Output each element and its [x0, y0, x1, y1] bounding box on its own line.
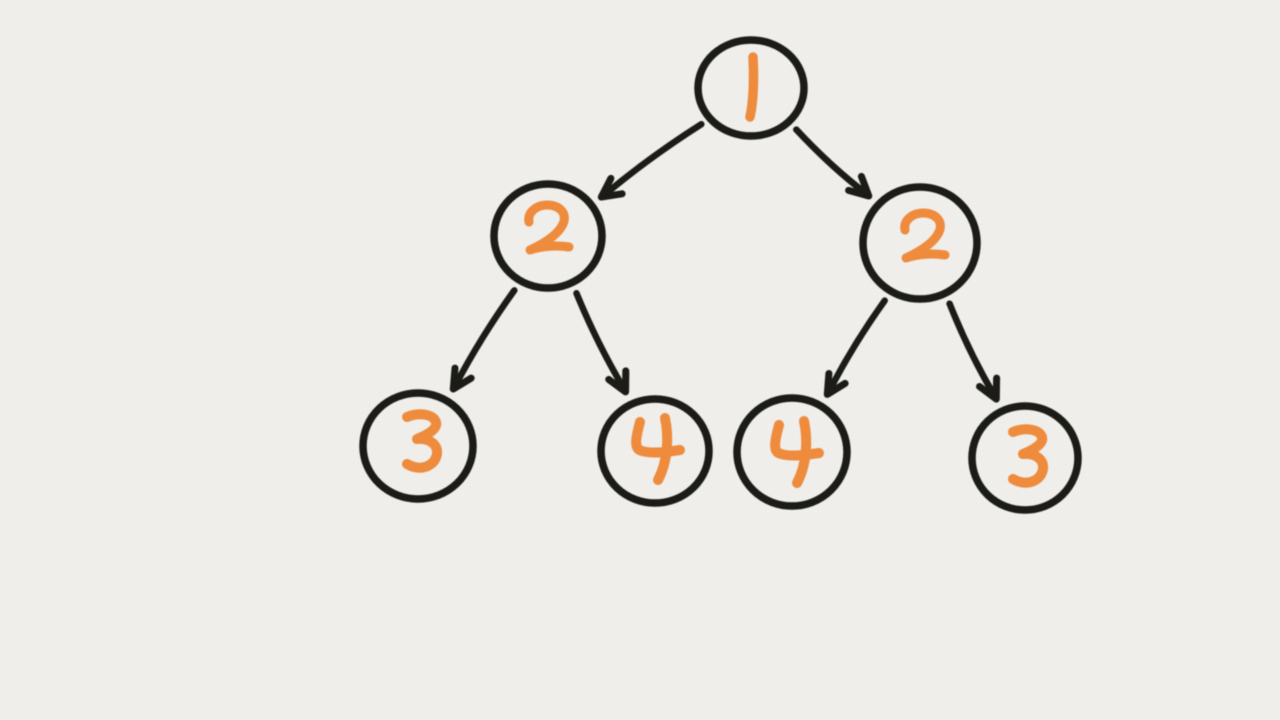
tree-edge-arrow-r-rr: [946, 300, 1001, 403]
node-value-digit-2: [900, 208, 950, 263]
arrow-head-icon: [845, 172, 873, 200]
arrow-shaft: [825, 297, 888, 396]
tree-edge-arrow-l-ll: [449, 287, 518, 393]
digit-stroke: [653, 413, 673, 485]
arrow-shaft: [793, 126, 870, 198]
node-circle: [733, 394, 851, 510]
node-circle: [968, 402, 1082, 514]
node-value-digit-3: [402, 409, 443, 473]
node-value-digit-4: [631, 413, 685, 485]
digit-stroke: [792, 416, 812, 488]
tree-edge-arrow-l-lr: [573, 290, 630, 396]
arrow-head-icon: [976, 374, 1001, 403]
tree-node-ll: 3: [359, 389, 477, 503]
tree-node-rr: 3: [968, 402, 1082, 514]
tree-edge-arrow-r-rl: [823, 297, 888, 398]
digit-stroke: [524, 200, 574, 255]
node-value-digit-3: [1008, 424, 1049, 488]
tree-node-l: 2: [490, 180, 606, 292]
node-circle: [859, 183, 981, 303]
arrow-shaft: [573, 290, 628, 393]
arrow-shaft: [600, 120, 705, 199]
arrow-head-icon: [449, 364, 475, 393]
digit-stroke: [900, 208, 950, 263]
node-circle: [597, 395, 713, 507]
digit-stroke: [745, 52, 759, 122]
node-value-digit-2: [524, 200, 574, 255]
digit-stroke: [1008, 424, 1049, 488]
node-circle: [694, 36, 808, 140]
digit-stroke: [402, 409, 443, 473]
tree-node-rl: 4: [733, 394, 851, 510]
arrow-shaft: [451, 287, 518, 390]
tree-edge-arrow-root-r: [793, 126, 873, 200]
node-value-digit-4: [770, 416, 824, 488]
node-circle: [490, 180, 606, 292]
ink-layer: 1223443: [359, 36, 1082, 514]
arrow-head-icon: [605, 367, 630, 396]
node-circle: [359, 389, 477, 503]
node-value-digit-1: [745, 52, 759, 122]
arrow-head-icon: [597, 174, 626, 201]
tree-edge-arrow-root-l: [597, 120, 705, 201]
arrow-shaft: [946, 300, 999, 400]
arrow-head-icon: [823, 370, 849, 398]
tree-node-r: 2: [859, 183, 981, 303]
tree-node-lr: 4: [597, 395, 713, 507]
tree-node-root: 1: [694, 36, 808, 140]
